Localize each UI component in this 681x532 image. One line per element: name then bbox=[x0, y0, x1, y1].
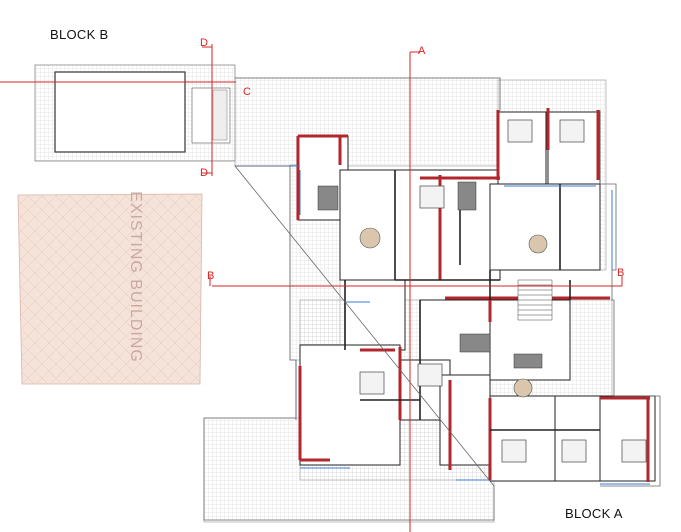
section-marker-b-left: B bbox=[207, 270, 215, 282]
counters bbox=[317, 181, 543, 369]
section-marker-b-right: B bbox=[617, 267, 625, 279]
section-lines bbox=[0, 44, 623, 532]
block-a-label: BLOCK A bbox=[565, 506, 623, 521]
beds bbox=[359, 119, 647, 463]
building-outline bbox=[203, 77, 661, 521]
section-marker-a: A bbox=[418, 45, 426, 57]
section-marker-d-top: D bbox=[200, 37, 208, 49]
section-marker-d-bottom: D bbox=[200, 167, 208, 179]
section-marker-c: C bbox=[243, 86, 251, 98]
block-b-label: BLOCK B bbox=[50, 27, 109, 42]
block-b-terrace bbox=[34, 64, 236, 162]
upper-terrace bbox=[234, 77, 501, 167]
staircase bbox=[517, 279, 553, 321]
existing-building-label: EXISTING BUILDING bbox=[127, 191, 144, 363]
dining-tables bbox=[359, 227, 548, 398]
existing-building bbox=[17, 193, 203, 385]
